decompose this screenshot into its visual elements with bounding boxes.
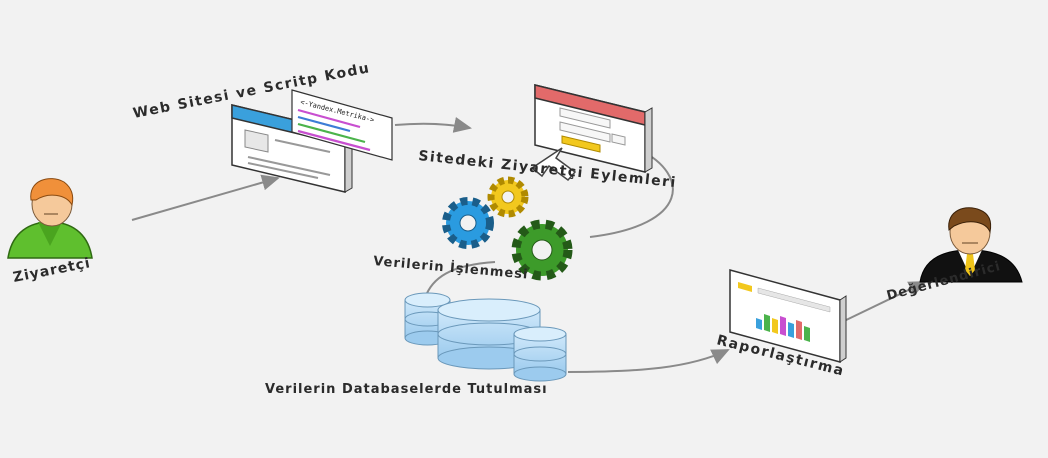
- site-to-actions-arrow: [394, 117, 472, 133]
- db-cylinder-right: [513, 326, 567, 382]
- report-bars: [756, 314, 810, 342]
- visitor-icon: [7, 178, 93, 259]
- database-label: Verilerin Databaselerde Tutulması: [265, 382, 548, 397]
- database-icon: [404, 292, 567, 382]
- visitor-label: Ziyaretçi: [12, 255, 92, 286]
- gear-blue-icon: [442, 197, 494, 249]
- actions-to-processing-curve: [589, 149, 674, 238]
- connectors: [131, 117, 927, 373]
- db-to-report-arrow: [567, 349, 730, 373]
- processing-label: Verilerin İşlenmesi: [373, 253, 529, 283]
- processing-to-db-curve: [424, 261, 496, 299]
- mouse-cursor-icon: [530, 147, 577, 182]
- report-to-evaluator-arrow: [841, 281, 927, 323]
- gear-green-icon: [511, 219, 573, 281]
- visitor-actions-window-icon: [534, 84, 653, 173]
- gear-yellow-icon: [487, 176, 529, 218]
- visitor-to-site-arrow: [131, 174, 280, 221]
- report-window-icon: [729, 269, 847, 363]
- evaluator-icon: [919, 207, 1023, 283]
